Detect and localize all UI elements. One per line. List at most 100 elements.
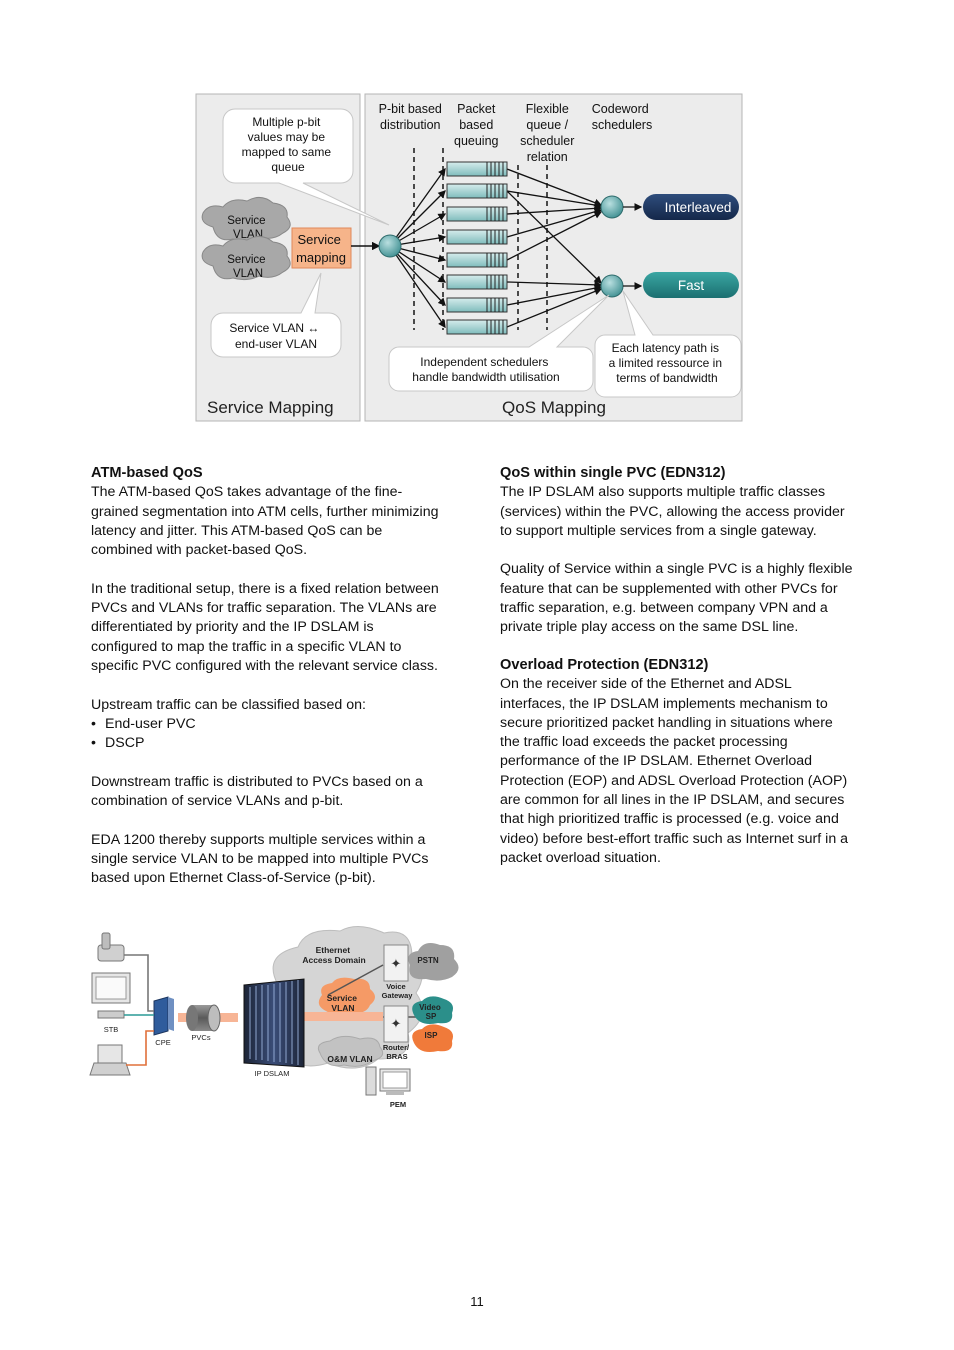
video-sp-cloud xyxy=(412,996,453,1024)
svg-text:Router/ BRAS: Router/ BRAS xyxy=(383,1043,411,1061)
heading-overload-protection: Overload Protection (EDN312) xyxy=(500,656,709,673)
svg-text:✦: ✦ xyxy=(391,1016,402,1031)
service-vlan-cloud: Service VLAN xyxy=(201,236,291,281)
phone-icon xyxy=(97,932,125,962)
right-text-column: QoS within single PVC (EDN312) The IP DS… xyxy=(500,464,880,888)
bubble-pbit-line: queue xyxy=(271,160,305,174)
router-bras-label: Router/ xyxy=(383,1043,410,1052)
svg-text:Service VLAN: Service VLAN xyxy=(227,254,269,280)
latency-speech-bubble xyxy=(594,290,742,398)
paragraph: EDA 1200 thereby supports multiple servi… xyxy=(91,831,429,887)
cpe-label: CPE xyxy=(155,1038,170,1047)
bubble-pbit-line: Multiple p-bit xyxy=(252,115,321,129)
bubble-pbit-line: values may be xyxy=(248,130,326,144)
om-vlan-cloud xyxy=(317,1035,384,1067)
bubble-vlan-line: Service VLAN ↔ xyxy=(229,321,319,335)
col-header-flexible: queue / xyxy=(526,118,568,132)
paragraph: Quality of Service within a single PVC i… xyxy=(500,561,853,636)
bubble-sched-line: Independent schedulers xyxy=(420,355,548,369)
codeword-scheduler-node xyxy=(600,195,624,219)
bubble-latency-line: Each latency path is xyxy=(612,341,719,355)
router-bras-device: ✦ xyxy=(383,1005,409,1043)
col-header-pbit: distribution xyxy=(380,118,440,132)
svg-text:Independent schedulers han: Independent schedulers handle bandwidth … xyxy=(412,355,559,384)
isp-label: ISP xyxy=(425,1031,439,1040)
vlan-cloud-label: Service xyxy=(227,254,265,266)
page-number: 11 xyxy=(470,1294,484,1309)
voice-gateway-device: ✦ xyxy=(383,944,409,982)
qos-mapping-title: QoS Mapping xyxy=(502,398,606,417)
cpe-device xyxy=(153,996,174,1036)
heading-qos-single-pvc: QoS within single PVC (EDN312) xyxy=(500,465,726,481)
fast-path-pill xyxy=(643,272,739,298)
qos-mapping-figure: Multiple p-bit values may be mapped to s… xyxy=(195,93,743,422)
col-header-codeword: schedulers xyxy=(592,118,652,132)
paragraph: Upstream traffic can be classified based… xyxy=(91,696,366,713)
pbit-speech-bubble xyxy=(222,108,390,226)
svg-text:✦: ✦ xyxy=(391,956,402,971)
stb-label: STB xyxy=(104,1025,119,1034)
col-header-codeword: Codeword xyxy=(592,102,649,116)
svg-text:Multiple p-bit values may: Multiple p-bit values may be mapped to s… xyxy=(242,115,335,174)
svg-text:Ethernet Access Domain: Ethernet Access Domain xyxy=(302,945,365,965)
ip-dslam-label: IP DSLAM xyxy=(255,1069,290,1078)
svg-text:P-bit based distribution: P-bit based distribution Packet based qu… xyxy=(379,102,653,164)
left-text-column: ATM-based QoS The ATM-based QoS takes ad… xyxy=(91,464,471,908)
packet-queues xyxy=(446,161,508,335)
col-header-packet: based xyxy=(459,118,493,132)
svg-text:Service mapping: Service mapping xyxy=(296,232,346,265)
vlan-cloud-label: Service xyxy=(227,215,265,227)
ip-dslam-rack xyxy=(243,978,305,1068)
col-header-flexible: scheduler xyxy=(520,134,574,148)
bubble-pbit-line: mapped to same xyxy=(242,145,332,159)
laptop-icon xyxy=(89,1044,131,1076)
bullet-list: End-user PVC DSCP xyxy=(91,715,471,754)
voice-gateway-label: Voice xyxy=(386,982,405,991)
pvcs-label: PVCs xyxy=(191,1033,210,1042)
bubble-sched-line: handle bandwidth utilisation xyxy=(412,370,559,384)
list-item: DSCP xyxy=(91,734,471,754)
vlan-cloud-label: VLAN xyxy=(233,268,263,280)
col-header-flexible: Flexible xyxy=(526,102,569,116)
service-vlan-cloud xyxy=(318,977,375,1016)
uplink-bar xyxy=(303,1012,383,1021)
video-sp-label: SP xyxy=(426,1012,437,1021)
mapping-box-label: Service xyxy=(298,232,341,247)
svg-text:Video SP: Video SP xyxy=(419,1003,443,1021)
ethernet-domain-label: Access Domain xyxy=(302,955,365,965)
paragraph: In the traditional setup, there is a fix… xyxy=(91,580,439,674)
list-item: End-user PVC xyxy=(91,715,471,735)
bubble-vlan-line: end-user VLAN xyxy=(235,337,317,351)
col-header-flexible: relation xyxy=(527,150,568,164)
distribution-node xyxy=(378,234,402,258)
interleaved-label: Interleaved xyxy=(665,200,732,215)
codeword-scheduler-node xyxy=(600,274,624,298)
service-mapping-title: Service Mapping xyxy=(207,398,334,417)
schedulers-speech-bubble xyxy=(388,294,610,392)
om-vlan-label: O&M VLAN xyxy=(327,1054,372,1064)
router-bras-label: BRAS xyxy=(386,1052,407,1061)
voice-gateway-label: Gateway xyxy=(382,991,414,1000)
pem-label: PEM xyxy=(390,1100,406,1109)
bubble-latency-line: terms of bandwidth xyxy=(616,371,717,385)
heading-atm-qos: ATM-based QoS xyxy=(91,465,203,481)
bubble-latency-line: a limited ressource in xyxy=(609,356,722,370)
network-figure: Ethernet Access Domain Service VLAN O&M … xyxy=(89,926,459,1109)
paragraph: The ATM-based QoS takes advantage of the… xyxy=(91,484,439,559)
paragraph: The IP DSLAM also supports multiple traf… xyxy=(500,484,845,539)
tv-icon xyxy=(91,972,131,1004)
vlan-speech-bubble xyxy=(210,272,342,358)
isp-cloud xyxy=(412,1024,453,1052)
paragraph: Downstream traffic is distributed to PVC… xyxy=(91,773,423,810)
svg-text:Service VLAN: Service VLAN xyxy=(327,993,360,1013)
pvc-cylinder xyxy=(186,1004,221,1032)
fast-label: Fast xyxy=(678,278,705,293)
service-vlan-label: Service xyxy=(327,993,358,1003)
svg-text:Each latency path is a lim: Each latency path is a limited ressource… xyxy=(609,341,726,385)
ethernet-domain-label: Ethernet xyxy=(316,945,351,955)
pstn-label: PSTN xyxy=(417,956,439,965)
stb-device xyxy=(97,1010,125,1019)
pstn-cloud xyxy=(408,943,459,981)
col-header-packet: queuing xyxy=(454,134,499,148)
col-header-pbit: P-bit based xyxy=(379,102,442,116)
